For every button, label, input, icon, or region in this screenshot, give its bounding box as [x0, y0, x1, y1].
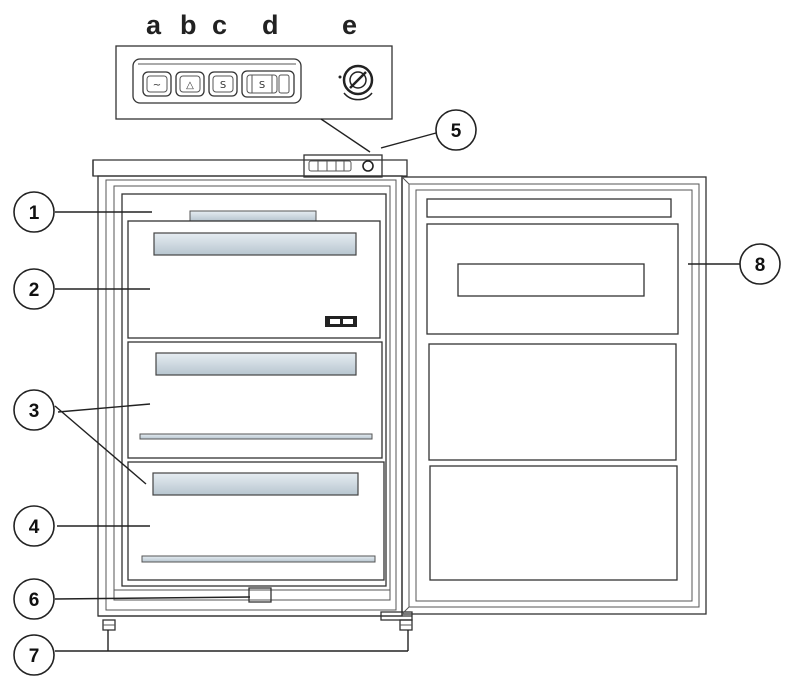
- callout-6: 6: [13, 578, 55, 620]
- svg-text:a: a: [146, 10, 162, 40]
- panel-zoom-leader: [320, 118, 371, 153]
- leader-lines: [54, 132, 740, 652]
- callout-7: 7: [13, 634, 55, 676]
- adjustable-feet: [102, 619, 413, 631]
- svg-text:e: e: [342, 10, 357, 40]
- freezer-door: [401, 176, 707, 615]
- callout-8: 8: [739, 243, 781, 285]
- control-panel-magnified: a b c d e ~ △ S: [115, 10, 393, 120]
- svg-text:△: △: [186, 80, 194, 91]
- control-panel-small: [303, 154, 383, 178]
- svg-text:c: c: [212, 10, 227, 40]
- svg-text:7: 7: [29, 646, 40, 667]
- thermostat-knob-e-icon: [338, 64, 374, 101]
- drawer-top: [127, 220, 381, 339]
- svg-text:~: ~: [153, 80, 161, 91]
- control-letter-d: d: [262, 10, 279, 40]
- callout-2: 2: [13, 268, 55, 310]
- control-letter-a: a: [146, 10, 162, 40]
- button-a: ~: [142, 71, 172, 97]
- svg-text:S: S: [259, 80, 265, 91]
- freezer-cabinet: [92, 154, 413, 631]
- svg-text:2: 2: [29, 280, 40, 301]
- switch-d: S: [241, 70, 295, 98]
- small-knob-icon: [362, 160, 374, 172]
- svg-text:5: 5: [451, 121, 462, 142]
- svg-text:d: d: [262, 10, 279, 40]
- button-b: △: [175, 71, 205, 97]
- button-c: S: [208, 71, 238, 97]
- callout-3: 3: [13, 389, 55, 431]
- drawer-middle: [127, 341, 383, 459]
- svg-text:4: 4: [29, 517, 40, 538]
- svg-text:3: 3: [29, 401, 40, 422]
- callout-1: 1: [13, 191, 55, 233]
- drawer-label-plate: [325, 316, 357, 327]
- svg-text:b: b: [180, 10, 197, 40]
- hinge-bottom: [380, 611, 413, 621]
- svg-text:1: 1: [29, 203, 40, 224]
- control-letter-b: b: [180, 10, 197, 40]
- callout-4: 4: [13, 505, 55, 547]
- control-letter-c: c: [212, 10, 227, 40]
- door-latch: [248, 587, 272, 603]
- callout-5: 5: [435, 109, 477, 151]
- control-letter-e: e: [342, 10, 357, 40]
- drawer-bottom: [127, 461, 385, 581]
- svg-text:S: S: [220, 80, 226, 91]
- ice-tray-shelf: [189, 210, 317, 222]
- svg-text:6: 6: [29, 590, 40, 611]
- svg-text:8: 8: [755, 255, 766, 276]
